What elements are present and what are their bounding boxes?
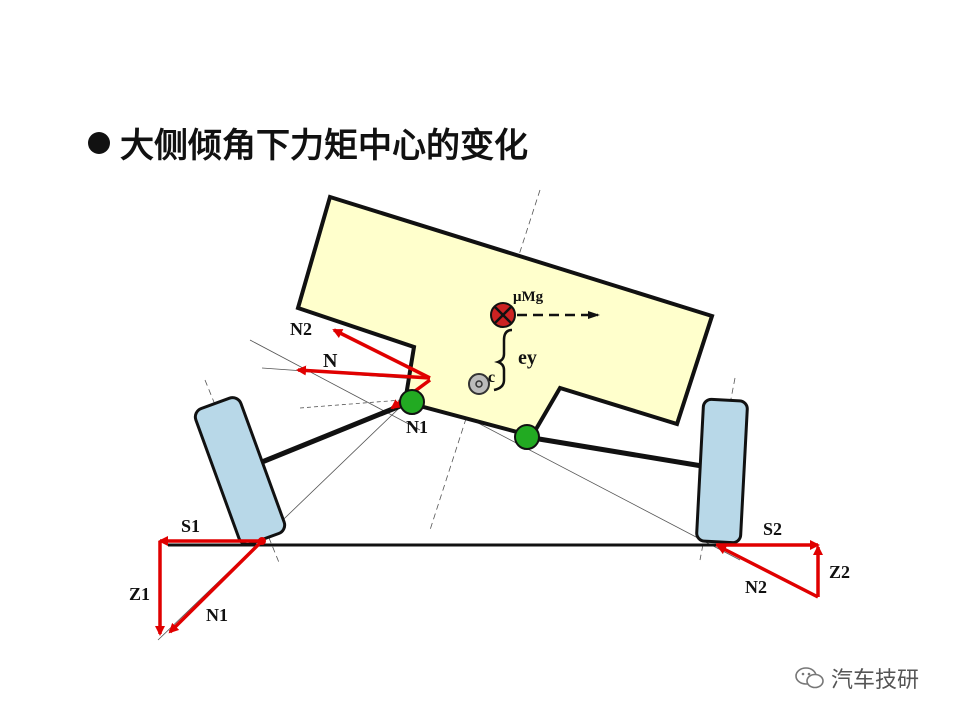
label-z1: Z1 [129, 584, 150, 604]
label-n1-bottom: N1 [206, 605, 228, 625]
title-text: 大侧倾角下力矩中心的变化 [120, 126, 528, 166]
label-z2: Z2 [829, 562, 850, 582]
label-n2-bottom: N2 [745, 577, 767, 597]
left-control-arm [261, 399, 411, 465]
left-joint [399, 389, 425, 415]
watermark: 汽车技研 [795, 662, 919, 694]
label-ey: ey [518, 347, 537, 369]
left-wheel [193, 396, 287, 546]
left-contact-point [258, 537, 266, 545]
right-control-arm [526, 434, 703, 469]
force-vectors-right-tire [716, 540, 823, 599]
label-s1: S1 [181, 516, 200, 536]
slide-title: 大侧倾角下力矩中心的变化 [88, 118, 528, 167]
label-n2-left: N2 [290, 319, 312, 339]
label-umg: μMg [513, 289, 544, 305]
roll-center-icon [468, 373, 490, 395]
right-joint [514, 424, 540, 450]
wechat-icon [795, 667, 824, 689]
ey-brace [493, 328, 513, 392]
watermark-text: 汽车技研 [831, 668, 920, 693]
label-n-left: N [323, 350, 338, 372]
label-s2: S2 [763, 519, 782, 539]
label-n1-center: N1 [406, 417, 428, 437]
bullet-icon [88, 131, 110, 154]
label-c: c [488, 369, 495, 386]
right-wheel [695, 397, 749, 545]
cg-icon [490, 302, 516, 328]
force-vectors-left-tire [155, 536, 264, 636]
